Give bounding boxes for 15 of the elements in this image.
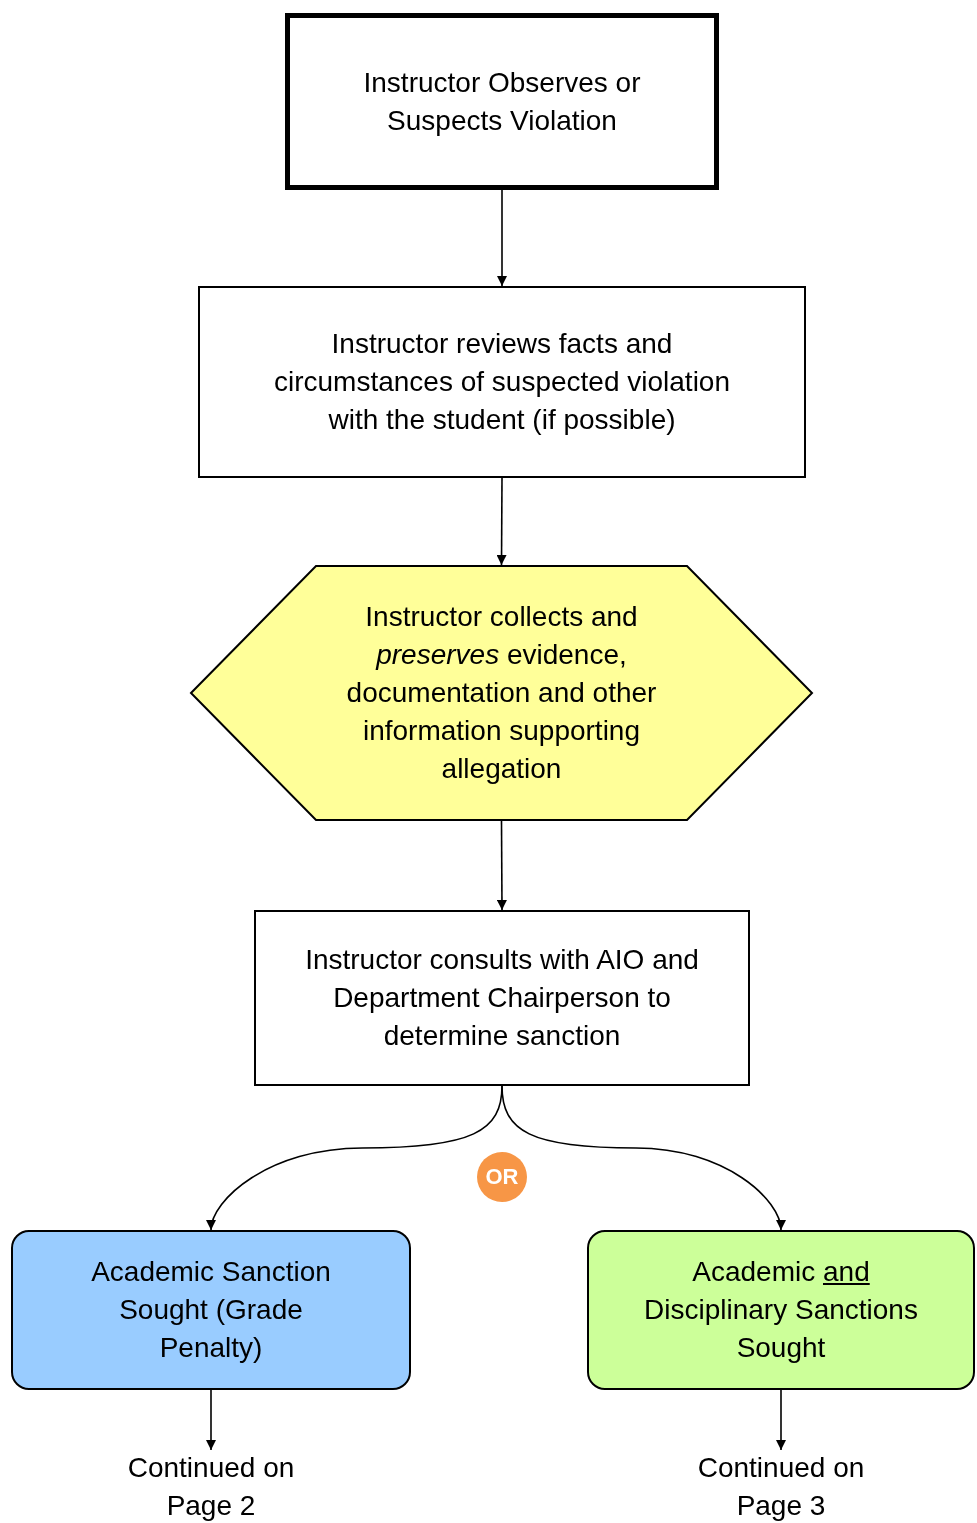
or-badge: OR [477,1152,527,1202]
start-box: Instructor Observes or Suspects Violation [285,13,719,190]
process-hexagon: Instructor collects and preserves evidence, documentation and other information supporting allegation [190,565,813,821]
arrow [496,820,507,911]
continuation-text: Continued on Page 3 [670,1450,892,1523]
process-box: Instructor consults with AIO and Department Chairperson to determine sanction [254,910,750,1086]
arrow [496,477,507,566]
outcome-box: Academic Sanction Sought (Grade Penalty) [11,1230,411,1390]
arrow [776,1389,786,1451]
continuation-text: Continued on Page 2 [100,1450,322,1523]
arrow [206,1389,216,1451]
arrow [497,189,507,287]
outcome-box: Academic and Disciplinary Sanctions Sought [587,1230,975,1390]
arrow [501,1085,785,1231]
process-box: Instructor reviews facts and circumstances of suspected violation with the student (if possible) [198,286,806,478]
